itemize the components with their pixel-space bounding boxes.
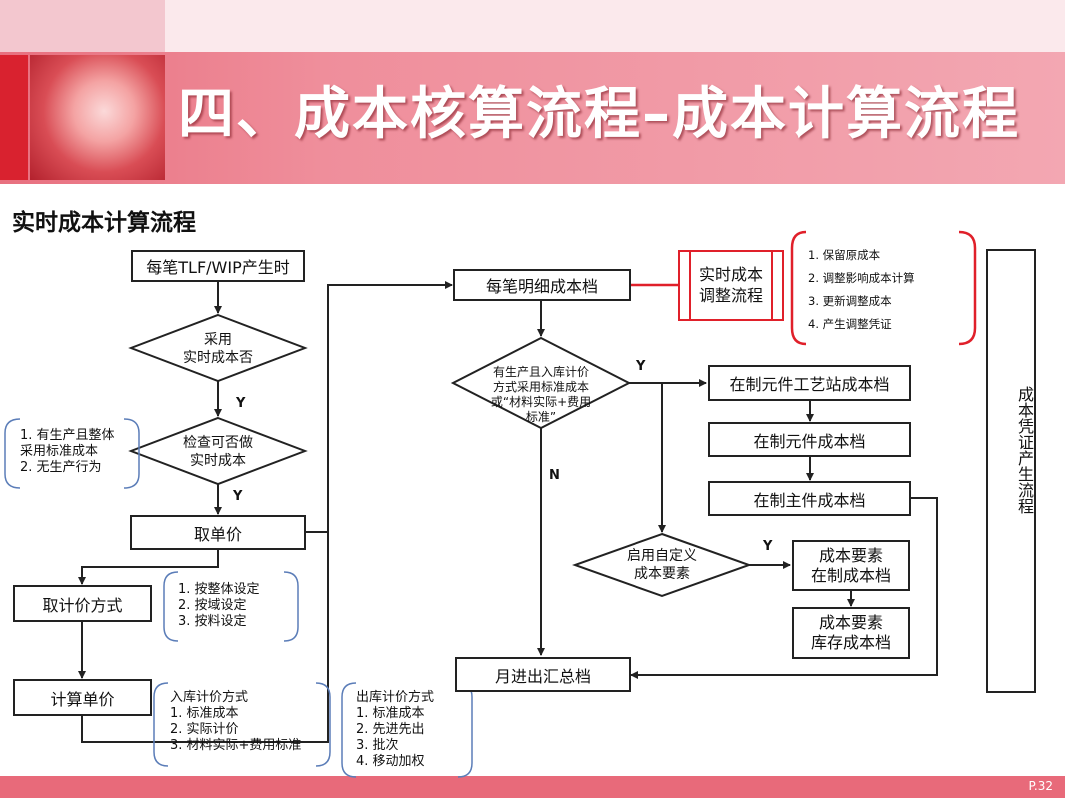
bracket-check-left — [4, 418, 21, 489]
decision-adopt-text: 采用实时成本否 — [183, 332, 253, 366]
bracket-price-right — [283, 571, 299, 642]
monthly-summary-box: 月进出汇总档 — [455, 657, 631, 692]
yes-label-custom: Y — [763, 539, 773, 554]
decision-custom-text: 启用自定义成本要素 — [627, 548, 697, 582]
calc-price-box: 计算单价 — [13, 679, 152, 716]
bracket-outbound-right — [457, 682, 473, 778]
decision-std-text: 有生产且入库计价方式采用标准成本或“材料实际+费用标准” — [490, 365, 592, 424]
page-number: P.32 — [1028, 779, 1053, 793]
slide-title: 四、成本核算流程–成本计算流程 — [178, 82, 1020, 147]
adjust-box-right-rule — [771, 250, 773, 321]
bracket-inbound-right — [315, 682, 331, 767]
bracket-adjust-right — [958, 230, 977, 346]
realtime-adjust-text: 实时成本 调整流程 — [698, 265, 763, 305]
bracket-price-left — [163, 571, 179, 642]
detail-cost-box: 每笔明细成本档 — [453, 269, 631, 301]
voucher-flow-box: 成本凭证产生流程 — [986, 249, 1036, 693]
bracket-check-right — [123, 418, 140, 489]
top-strip-accent — [0, 0, 165, 52]
element-stock-box: 成本要素库存成本档 — [792, 607, 910, 659]
yes-label-check: Y — [233, 489, 243, 504]
adjust-box-left-rule — [689, 250, 691, 321]
note-check-conditions: 1. 有生产且整体 采用标准成本 2. 无生产行为 — [20, 428, 115, 475]
price-method-box: 取计价方式 — [13, 585, 152, 622]
get-price-box: 取单价 — [130, 515, 306, 550]
title-red-bar — [0, 55, 28, 180]
note-inbound-methods: 入库计价方式 1. 标准成本 2. 实际计价 3. 材料实际+费用标准 — [170, 690, 302, 753]
title-band — [0, 52, 1065, 184]
realtime-adjust-box: 实时成本 调整流程 — [678, 250, 784, 321]
decision-custom-diamond — [572, 532, 752, 598]
decision-check-text: 检查可否做实时成本 — [183, 435, 253, 469]
start-box: 每笔TLF/WIP产生时 — [131, 250, 305, 282]
globe-logo-image — [30, 55, 165, 180]
note-adjust-steps: 1. 保留原成本 2. 调整影响成本计算 3. 更新调整成本 4. 产生调整凭证 — [808, 248, 915, 331]
bracket-inbound-left — [153, 682, 169, 767]
top-strip — [0, 0, 1065, 52]
voucher-flow-text: 成本凭证产生流程 — [1015, 386, 1034, 514]
note-price-methods: 1. 按整体设定 2. 按域设定 3. 按料设定 — [178, 582, 260, 629]
note-outbound-methods: 出库计价方式 1. 标准成本 2. 先进先出 3. 批次 4. 移动加权 — [356, 690, 435, 769]
no-label-std: N — [549, 468, 560, 483]
yes-label-std: Y — [636, 359, 646, 374]
diagram-subtitle: 实时成本计算流程 — [12, 209, 196, 236]
wip-main-cost-box: 在制主件成本档 — [708, 481, 911, 516]
wip-route-cost-box: 在制元件工艺站成本档 — [708, 365, 911, 401]
bracket-outbound-left — [341, 682, 357, 778]
yes-label-adopt: Y — [236, 396, 246, 411]
wip-part-cost-box: 在制元件成本档 — [708, 422, 911, 457]
footer-bar — [0, 776, 1065, 798]
element-wip-box: 成本要素在制成本档 — [792, 540, 910, 591]
bracket-adjust-left — [790, 230, 807, 346]
